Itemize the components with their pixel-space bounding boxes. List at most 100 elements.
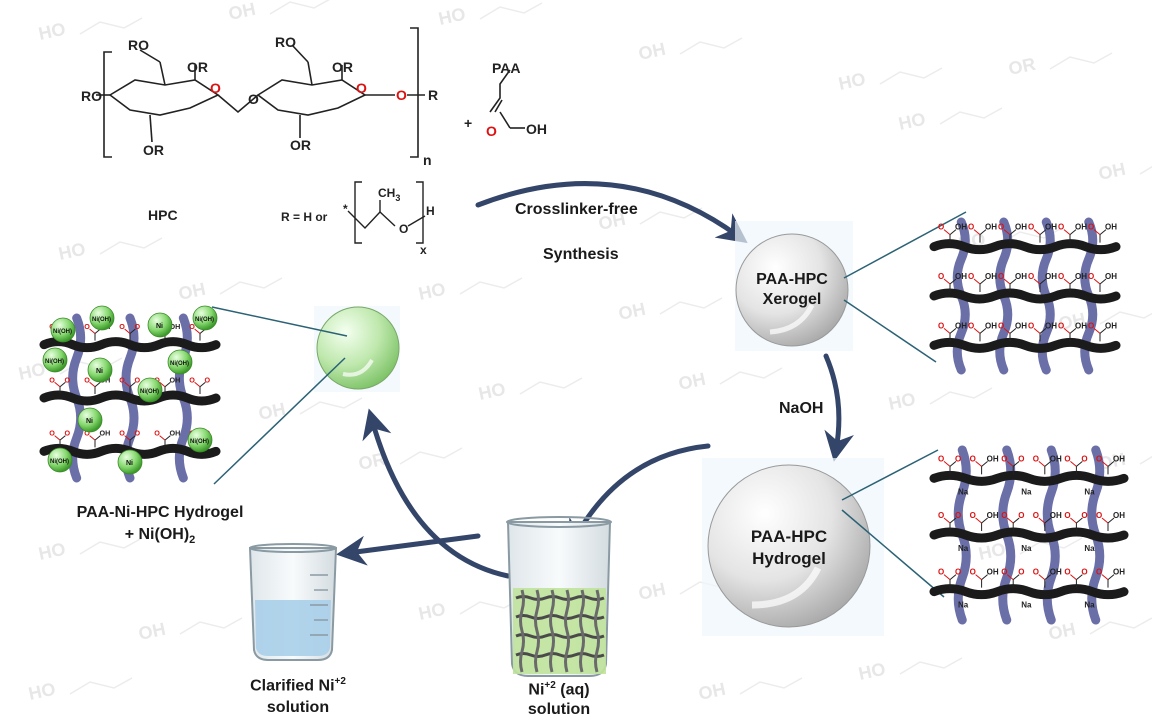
carbonyl-bond	[1033, 229, 1041, 236]
ni-hydroxide-particle	[89, 305, 115, 331]
xerogel-label: PAA-HPC Xerogel	[756, 271, 828, 308]
ni-oh2-label: Ni(OH)	[195, 317, 214, 323]
carbonyl-bond	[1003, 327, 1011, 334]
glycosidic-o-label: O	[248, 91, 259, 107]
carboxyl-oh-label: O	[65, 375, 71, 384]
carboxyl-oh-label: O	[955, 454, 961, 463]
hydroxyl-bond	[94, 435, 101, 441]
carboxyl-oh-label: OH	[1105, 272, 1117, 281]
hydroxyl-bond	[1044, 574, 1052, 581]
carbonyl-bond	[159, 381, 166, 388]
paa-chain	[929, 288, 1121, 304]
ni-label: Ni	[96, 368, 103, 375]
hydroxyl-bond	[1009, 327, 1017, 334]
watermark-bond	[1089, 617, 1152, 635]
ni-oh2-label: Ni(OH)	[92, 317, 111, 323]
terminal-r-label: R	[428, 87, 438, 103]
watermark-bond	[719, 367, 783, 385]
ni-oh2-label: Ni(OH)	[190, 439, 209, 445]
carboxyl-o-label: O	[1096, 568, 1102, 577]
hydroxyl-bond	[949, 574, 957, 581]
watermark-text: HO	[27, 679, 58, 704]
ni-oh2-label: Ni(OH)	[50, 459, 69, 465]
zoom-connectors	[211, 211, 967, 598]
carbonyl-bond	[89, 435, 96, 441]
carboxyl-o-label: O	[1058, 321, 1064, 330]
paa-chain	[929, 239, 1121, 255]
hydrogel-sphere	[702, 458, 884, 636]
watermark-bond	[679, 37, 743, 55]
watermark-text: OH	[637, 39, 668, 64]
or-label-2: OR	[143, 142, 164, 158]
carboxyl-o-label: O	[998, 272, 1004, 281]
arrow-to-ni-hydrogel	[362, 408, 511, 579]
hydroxyl-bond	[164, 435, 171, 441]
or-label-1: OR	[187, 59, 208, 75]
carboxyl-oh-label: OH	[1015, 321, 1027, 330]
sodium-label: Na	[1084, 601, 1095, 610]
arrow-to-ni-solution	[568, 443, 711, 551]
carboxyl-oh-label: O	[135, 375, 141, 384]
mesh-strand	[549, 589, 555, 673]
synthesis-label-line1: Crosslinker-free	[515, 201, 638, 218]
carbonyl-bond	[943, 229, 951, 236]
carbonyl-bond	[1101, 460, 1109, 467]
watermark-bond	[1139, 455, 1152, 465]
watermark-text: HO	[837, 69, 868, 94]
carbonyl-bond	[1063, 278, 1071, 285]
carbonyl-bond	[124, 328, 131, 334]
process-arrows	[336, 181, 854, 579]
watermark-bond	[479, 2, 543, 20]
carboxyl-o-label: O	[119, 322, 125, 331]
mesh-strand	[515, 614, 605, 620]
carboxyl-o-label: O	[968, 223, 974, 232]
watermark-text: OH	[617, 299, 648, 324]
mesh-strand	[519, 589, 525, 673]
sodium-label: Na	[958, 601, 969, 610]
watermark-bond	[69, 677, 133, 695]
carbonyl-bond	[943, 278, 951, 285]
hydroxyl-bond	[1009, 229, 1017, 236]
carboxyl-oh-label: OH	[170, 322, 181, 331]
hydroxyl-bond	[949, 517, 957, 524]
carboxyl-oh-label: OH	[1045, 272, 1057, 281]
hydroxyl-bond	[1099, 327, 1107, 334]
chain-o-label: O	[399, 222, 408, 236]
hydroxyl-bond	[1107, 574, 1115, 581]
ro-label-2: RO	[81, 88, 102, 104]
carboxyl-o-label: O	[49, 375, 55, 384]
watermark-text: OH	[137, 619, 168, 644]
carboxyl-o-label: O	[1033, 511, 1039, 520]
star-label: *	[343, 202, 348, 216]
carboxyl-o-label: O	[1033, 568, 1039, 577]
carboxyl-oh-label: OH	[1015, 272, 1027, 281]
hydroxyl-bond	[1044, 517, 1052, 524]
carboxyl-oh-label: OH	[1050, 568, 1062, 577]
hydroxyl-bond	[129, 381, 136, 388]
carbonyl-bond	[1093, 327, 1101, 334]
watermark-text: OH	[257, 399, 288, 424]
carbonyl-bond	[1101, 574, 1109, 581]
hydroxyl-bond	[1099, 278, 1107, 285]
carbonyl-bond	[1070, 517, 1077, 524]
repeat-n-label: n	[423, 152, 432, 168]
carboxyl-o-label: O	[1088, 223, 1094, 232]
carboxyl-o-label: O	[998, 223, 1004, 232]
carboxyl-o-label: O	[970, 454, 976, 463]
watermark-text: OH	[637, 579, 668, 604]
watermark-text: HO	[857, 659, 888, 684]
arrow-synthesis	[475, 181, 748, 244]
watermark-text: HO	[417, 279, 448, 304]
carbonyl-bond	[1038, 574, 1046, 581]
hydroxyl-bond	[1076, 517, 1083, 524]
ni-hydrogel-label: PAA-Ni-HPC Hydrogel + Ni(OH)2	[76, 504, 244, 547]
watermark-bond	[639, 207, 703, 225]
carboxyl-o-label: O	[938, 272, 944, 281]
watermark-bond	[269, 0, 330, 15]
carboxyl-o-label: O	[1088, 272, 1094, 281]
ni-hydroxide-particle	[117, 449, 143, 475]
watermark-bond	[519, 377, 583, 395]
